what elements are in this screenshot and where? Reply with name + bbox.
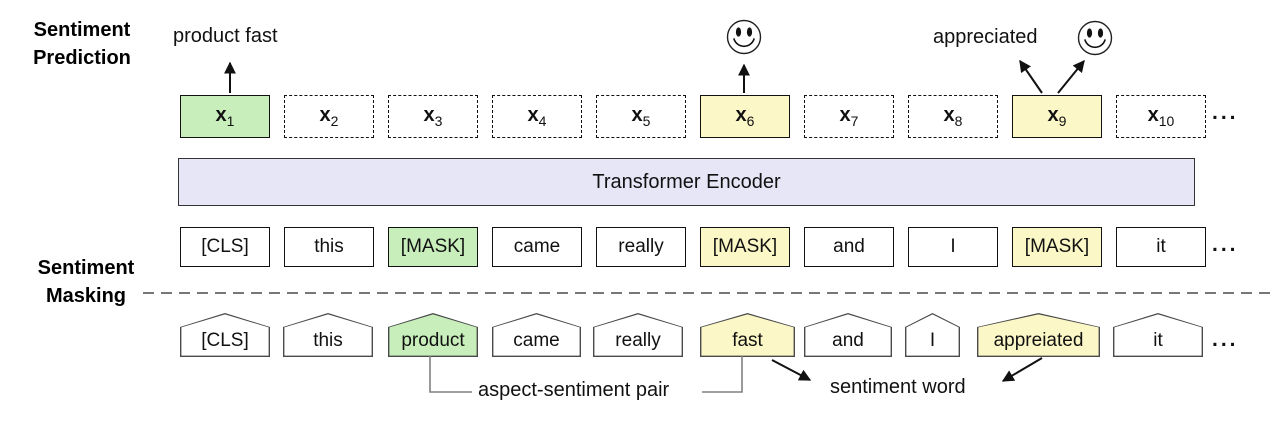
sentiment-word-label: sentiment word (830, 376, 966, 398)
smiley-icon (726, 19, 762, 55)
hidden-state-x6-label: x6 (735, 104, 755, 129)
input-token-appreiated: appreiated (977, 313, 1100, 357)
smiley-icon (1077, 20, 1113, 56)
hidden-state-x4: x4 (492, 95, 582, 138)
sentiment-masking-line1: Sentiment (37, 257, 135, 279)
aspect-pair-connector-right (702, 356, 743, 393)
input-token-it: it (1113, 313, 1203, 357)
predicted-words-x1: product fast (173, 25, 278, 47)
sentiment-masking-line2: Masking (45, 285, 127, 307)
input-token-i: I (905, 313, 960, 357)
arrow-fast-sentiment-word (771, 359, 812, 381)
masked-token-mask-sentiment-1: [MASK] (700, 227, 790, 267)
input-token-fast: fast (700, 313, 795, 357)
hidden-state-x2: x2 (284, 95, 374, 138)
hidden-state-x1-label: x1 (215, 104, 235, 129)
hidden-state-x6: x6 (700, 95, 790, 138)
masked-token-i: I (908, 227, 998, 267)
input-token-really: really (593, 313, 683, 357)
ellipsis-input-row: ... (1212, 328, 1239, 351)
hidden-state-x7-label: x7 (839, 104, 859, 129)
masked-token-mask-sentiment-2: [MASK] (1012, 227, 1102, 267)
sentiment-prediction-line1: Sentiment (33, 19, 131, 41)
arrow-x9-prediction-left (1019, 59, 1043, 94)
sentiment-masking-label: Sentiment Masking (28, 254, 144, 310)
masked-token-this: this (284, 227, 374, 267)
sentiment-prediction-line2: Prediction (33, 47, 131, 69)
hidden-state-x8: x8 (908, 95, 998, 138)
input-token-product: product (388, 313, 478, 357)
hidden-state-x9-label: x9 (1047, 104, 1067, 129)
transformer-encoder-label: Transformer Encoder (592, 170, 781, 193)
hidden-state-x3: x3 (388, 95, 478, 138)
hidden-state-x10-label: x10 (1147, 104, 1175, 129)
hidden-state-x3-label: x3 (423, 104, 443, 129)
input-token-cls: [CLS] (180, 313, 270, 357)
masked-token-really: really (596, 227, 686, 267)
masked-token-mask-aspect: [MASK] (388, 227, 478, 267)
hidden-state-x5-label: x5 (631, 104, 651, 129)
masked-token-it: it (1116, 227, 1206, 267)
ellipsis-hidden-row: ... (1212, 101, 1239, 124)
arrow-x9-prediction-right (1057, 59, 1085, 94)
hidden-state-x4-label: x4 (527, 104, 547, 129)
masked-token-cls: [CLS] (180, 227, 270, 267)
hidden-state-x1: x1 (180, 95, 270, 138)
aspect-sentiment-pair-label: aspect-sentiment pair (478, 379, 670, 401)
predicted-word-x9: appreciated (933, 26, 1038, 48)
hidden-state-x10: x10 (1116, 95, 1206, 138)
arrow-appreiated-sentiment-word (1001, 357, 1043, 382)
masked-token-and: and (804, 227, 894, 267)
aspect-pair-connector-left (429, 356, 472, 393)
hidden-state-x7: x7 (804, 95, 894, 138)
input-token-and: and (804, 313, 892, 357)
hidden-state-x2-label: x2 (319, 104, 339, 129)
masked-token-came: came (492, 227, 582, 267)
hidden-state-x8-label: x8 (943, 104, 963, 129)
input-token-this: this (283, 313, 373, 357)
hidden-state-x5: x5 (596, 95, 686, 138)
transformer-encoder-box: Transformer Encoder (178, 158, 1195, 206)
hidden-state-x9: x9 (1012, 95, 1102, 138)
ellipsis-masked-row: ... (1212, 233, 1239, 256)
input-token-came: came (492, 313, 581, 357)
sentiment-prediction-label: Sentiment Prediction (24, 16, 140, 72)
